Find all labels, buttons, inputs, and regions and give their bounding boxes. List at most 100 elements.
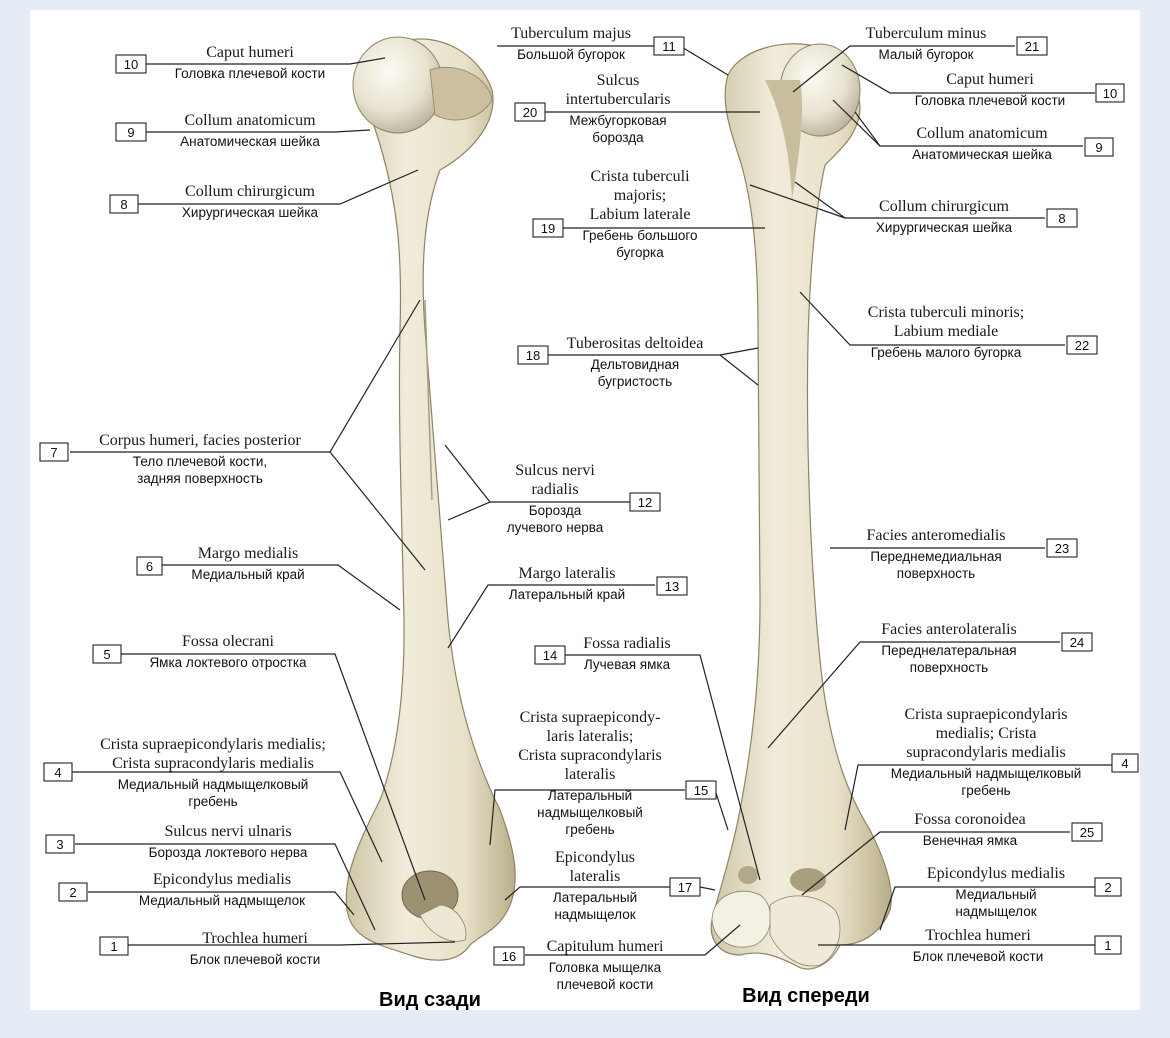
russian-term: Блок плечевой кости: [913, 949, 1044, 964]
latin-term: Fossa radialis: [583, 635, 671, 652]
russian-term: поверхность: [897, 566, 975, 581]
russian-term: бугристость: [598, 374, 672, 389]
latin-term: Epicondylus medialis: [153, 871, 291, 888]
latin-term: Margo lateralis: [518, 565, 615, 582]
latin-term: Crista supraepicondy-: [520, 709, 661, 726]
latin-term: supracondylaris medialis: [906, 744, 1066, 761]
russian-term: Латеральный: [548, 788, 632, 803]
number-label: 15: [694, 783, 708, 798]
latin-term: Crista supracondylaris medialis: [112, 755, 314, 772]
latin-term: majoris;: [614, 187, 666, 204]
latin-term: Capitulum humeri: [547, 938, 664, 955]
latin-term: Tuberculum minus: [866, 25, 987, 42]
number-label: 18: [526, 348, 540, 363]
latin-term: Collum chirurgicum: [879, 198, 1009, 215]
russian-term: Дельтовидная: [591, 357, 679, 372]
latin-term: Sulcus: [597, 72, 640, 89]
russian-term: надмыщелок: [554, 907, 635, 922]
russian-term: Хирургическая шейка: [182, 205, 319, 220]
number-label: 8: [120, 197, 127, 212]
latin-term: Epicondylus: [555, 849, 635, 866]
number-label: 22: [1075, 338, 1089, 353]
latin-term: Labium laterale: [590, 206, 691, 223]
number-label: 2: [1104, 880, 1111, 895]
number-label: 14: [543, 648, 557, 663]
number-label: 4: [54, 765, 61, 780]
number-label: 10: [1103, 86, 1117, 101]
number-label: 25: [1080, 825, 1094, 840]
latin-term: medialis; Crista: [936, 725, 1037, 742]
russian-term: Головка мыщелка: [549, 960, 662, 975]
number-label: 2: [69, 885, 76, 900]
russian-term: Лучевая ямка: [584, 657, 671, 672]
russian-term: Медиальный: [955, 887, 1036, 902]
russian-term: Головка плечевой кости: [175, 66, 325, 81]
capitulum-shape: [712, 891, 771, 947]
latin-term: Crista supraepicondylaris: [904, 706, 1067, 723]
radial-fossa-shape: [738, 866, 758, 884]
latin-term: Tuberositas deltoidea: [567, 335, 704, 352]
number-label: 16: [502, 949, 516, 964]
russian-term: Медиальный надмыщелковый: [891, 766, 1082, 781]
latin-term: Crista supraepicondylaris medialis;: [100, 736, 326, 753]
number-label: 17: [678, 880, 692, 895]
latin-term: Sulcus nervi: [515, 462, 595, 479]
latin-term: Facies anterolateralis: [881, 621, 1017, 638]
russian-term: борозда: [592, 130, 644, 145]
russian-term: Малый бугорок: [878, 47, 973, 62]
number-label: 19: [541, 221, 555, 236]
russian-term: надмыщелок: [955, 904, 1036, 919]
number-label: 21: [1025, 39, 1039, 54]
number-label: 10: [124, 57, 138, 72]
latin-term: Crista supracondylaris: [518, 747, 662, 764]
latin-term: Fossa olecrani: [182, 633, 275, 650]
russian-term: Гребень большого: [582, 228, 697, 243]
russian-term: Большой бугорок: [517, 47, 625, 62]
russian-term: плечевой кости: [557, 977, 654, 992]
russian-term: поверхность: [910, 660, 988, 675]
number-label: 11: [662, 39, 676, 54]
latin-term: Caput humeri: [206, 44, 294, 61]
latin-term: Fossa coronoidea: [914, 811, 1026, 828]
russian-term: бугорка: [616, 245, 664, 260]
number-label: 9: [127, 125, 134, 140]
latin-term: Trochlea humeri: [925, 927, 1031, 944]
latin-term: Corpus humeri, facies posterior: [99, 432, 301, 449]
russian-term: Венечная ямка: [923, 833, 1018, 848]
latin-term: Collum chirurgicum: [185, 183, 315, 200]
number-label: 20: [523, 105, 537, 120]
number-label: 3: [56, 837, 63, 852]
russian-term: Головка плечевой кости: [915, 93, 1065, 108]
russian-term: Тело плечевой кости,: [133, 454, 267, 469]
russian-term: Гребень малого бугорка: [871, 345, 1022, 360]
russian-term: Латеральный край: [509, 587, 625, 602]
russian-term: Медиальный надмыщелок: [139, 893, 305, 908]
russian-term: гребень: [961, 783, 1010, 798]
number-label: 13: [665, 579, 679, 594]
latin-term: Labium mediale: [894, 323, 998, 340]
latin-term: Tuberculum majus: [511, 25, 631, 42]
number-label: 5: [103, 647, 110, 662]
latin-term: lateralis: [565, 766, 616, 783]
russian-term: Блок плечевой кости: [190, 952, 321, 967]
russian-term: Переднелатеральная: [881, 643, 1016, 658]
russian-term: Анатомическая шейка: [180, 134, 320, 149]
russian-term: Латеральный: [553, 890, 637, 905]
number-label: 8: [1058, 211, 1065, 226]
view-title-anterior: Вид спереди: [742, 985, 870, 1007]
number-label: 4: [1121, 756, 1128, 771]
russian-term: лучевого нерва: [507, 520, 604, 535]
russian-term: гребень: [565, 822, 614, 837]
number-label: 24: [1070, 635, 1084, 650]
russian-term: надмыщелковый: [537, 805, 643, 820]
number-label: 7: [50, 445, 57, 460]
latin-term: Crista tuberculi minoris;: [868, 304, 1024, 321]
latin-term: Facies anteromedialis: [866, 527, 1005, 544]
latin-term: lateralis: [570, 868, 621, 885]
number-label: 1: [1104, 938, 1111, 953]
number-label: 1: [110, 939, 117, 954]
number-label: 6: [146, 559, 153, 574]
russian-term: Переднемедиальная: [870, 549, 1001, 564]
latin-term: radialis: [531, 481, 578, 498]
